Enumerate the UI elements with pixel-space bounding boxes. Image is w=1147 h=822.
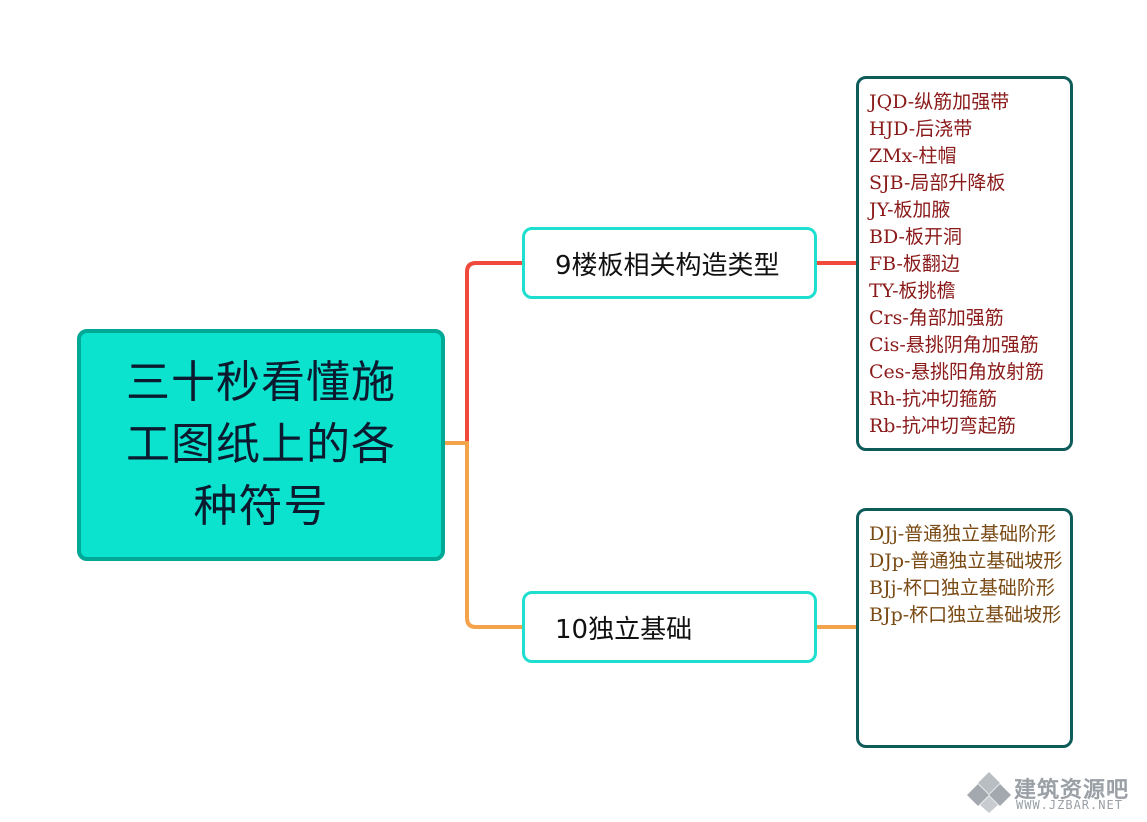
leaf-item: SJB-局部升降板 [869,172,1006,194]
leaf-item: BJj-杯口独立基础阶形 [869,577,1055,599]
root-node-label: 三十秒看懂施工图纸上的各种符号 [126,357,396,532]
watermark-url: WWW.JZBAR.NET [1016,798,1123,812]
branch-node-label: 10独立基础 [555,614,693,645]
diamond-logo-icon [967,772,1011,813]
leaf-item: Rh-抗冲切箍筋 [869,388,997,410]
leaf-item: Ces-悬挑阳角放射筋 [869,361,1044,383]
leaf-item: ZMx-柱帽 [869,145,957,167]
leaf-item: JQD-纵筋加强带 [869,91,1010,113]
leaf-item: FB-板翻边 [869,253,960,275]
root-node[interactable]: 三十秒看懂施工图纸上的各种符号 [77,329,445,561]
connector-root-to-branch-2 [443,441,524,629]
leaf-item: BD-板开洞 [869,226,962,248]
leaf-item: Cis-悬挑阴角加强筋 [869,334,1039,356]
watermark: 建筑资源吧 WWW.JZBAR.NET [966,770,1141,814]
leaf-item: DJj-普通独立基础阶形 [869,523,1057,545]
branch-node-floor-slab[interactable]: 9楼板相关构造类型 [522,227,817,299]
branch-node-isolated-foundation[interactable]: 10独立基础 [522,591,817,663]
leaf-item: DJp-普通独立基础坡形 [869,550,1063,572]
leaf-item: JY-板加腋 [869,199,951,221]
leaf-list-floor-slab[interactable]: JQD-纵筋加强带 HJD-后浇带 ZMx-柱帽 SJB-局部升降板 JY-板加… [856,76,1073,451]
leaf-item: TY-板挑檐 [869,280,956,302]
watermark-name: 建筑资源吧 [1014,778,1130,803]
leaf-item: BJp-杯口独立基础坡形 [869,604,1062,626]
leaf-item: Rb-抗冲切弯起筋 [869,415,1016,437]
branch-node-label: 9楼板相关构造类型 [555,250,780,281]
leaf-item: Crs-角部加强筋 [869,307,1004,329]
connector-root-to-branch-1 [443,261,524,445]
leaf-list-isolated-foundation[interactable]: DJj-普通独立基础阶形 DJp-普通独立基础坡形 BJj-杯口独立基础阶形 B… [856,508,1073,748]
leaf-item: HJD-后浇带 [869,118,973,140]
